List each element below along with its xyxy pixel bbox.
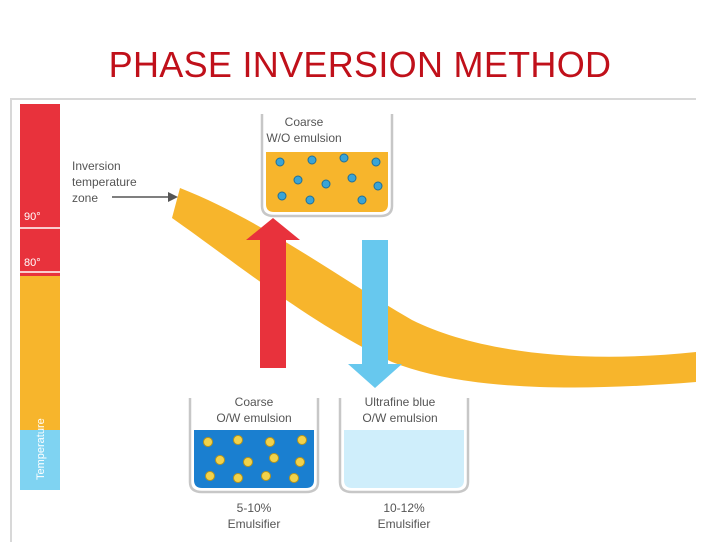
droplet bbox=[348, 174, 356, 182]
axis-warm-segment bbox=[20, 276, 60, 430]
droplet bbox=[294, 176, 302, 184]
inversion-pointer-head bbox=[168, 192, 178, 202]
droplet bbox=[374, 182, 382, 190]
phase-inversion-diagram: 90° 80° Temperature Inversion temperatur… bbox=[10, 98, 696, 542]
droplet bbox=[270, 454, 279, 463]
beaker-coarse-wo: Coarse W/O emulsion bbox=[262, 114, 392, 216]
droplet bbox=[276, 158, 284, 166]
droplet bbox=[278, 192, 286, 200]
axis-label: Temperature bbox=[35, 418, 47, 480]
beaker-ultrafine-emulsifier-label: Emulsifier bbox=[378, 517, 431, 531]
droplet bbox=[308, 156, 316, 164]
droplet bbox=[206, 472, 215, 481]
droplet bbox=[340, 154, 348, 162]
beaker-ow-label-line2: O/W emulsion bbox=[216, 411, 291, 425]
droplet bbox=[372, 158, 380, 166]
beaker-wo-label-line2: W/O emulsion bbox=[266, 131, 341, 145]
droplet bbox=[290, 474, 299, 483]
beaker-ultrafine-liquid bbox=[344, 430, 464, 488]
droplet bbox=[262, 472, 271, 481]
beaker-ultrafine-ow: Ultrafine blue O/W emulsion 10-12% Emuls… bbox=[340, 395, 468, 531]
beaker-ow-label-line1: Coarse bbox=[235, 395, 274, 409]
droplet bbox=[298, 436, 307, 445]
slide-title: PHASE INVERSION METHOD bbox=[0, 44, 720, 86]
beaker-ultrafine-label-line2: O/W emulsion bbox=[362, 411, 437, 425]
axis-mark-90: 90° bbox=[24, 211, 41, 223]
down-arrow-head bbox=[348, 364, 402, 388]
inversion-label-line3: zone bbox=[72, 191, 98, 205]
droplet bbox=[306, 196, 314, 204]
beaker-ultrafine-emulsifier-pct: 10-12% bbox=[383, 501, 425, 515]
up-arrow-shaft bbox=[260, 236, 286, 368]
down-arrow-shaft bbox=[362, 240, 388, 366]
beaker-ow-emulsifier-pct: 5-10% bbox=[237, 501, 272, 515]
inversion-label-line1: Inversion bbox=[72, 159, 121, 173]
inversion-temperature-band bbox=[172, 188, 696, 387]
inversion-label-line2: temperature bbox=[72, 175, 137, 189]
axis-mark-80: 80° bbox=[24, 257, 41, 269]
droplet bbox=[234, 436, 243, 445]
beaker-coarse-ow: Coarse O/W emulsion 5-10% Emulsifier bbox=[190, 395, 318, 531]
droplet bbox=[322, 180, 330, 188]
beaker-wo-label-line1: Coarse bbox=[285, 115, 324, 129]
droplet bbox=[266, 438, 275, 447]
droplet bbox=[296, 458, 305, 467]
temperature-axis: 90° 80° Temperature bbox=[20, 104, 60, 490]
beaker-ow-emulsifier-label: Emulsifier bbox=[228, 517, 281, 531]
droplet bbox=[234, 474, 243, 483]
inversion-zone-label: Inversion temperature zone bbox=[72, 159, 178, 205]
droplet bbox=[358, 196, 366, 204]
axis-hot-segment bbox=[20, 104, 60, 276]
diagram-canvas: 90° 80° Temperature Inversion temperatur… bbox=[12, 100, 696, 542]
droplet bbox=[216, 456, 225, 465]
droplet bbox=[204, 438, 213, 447]
beaker-ultrafine-label-line1: Ultrafine blue bbox=[365, 395, 436, 409]
droplet bbox=[244, 458, 253, 467]
